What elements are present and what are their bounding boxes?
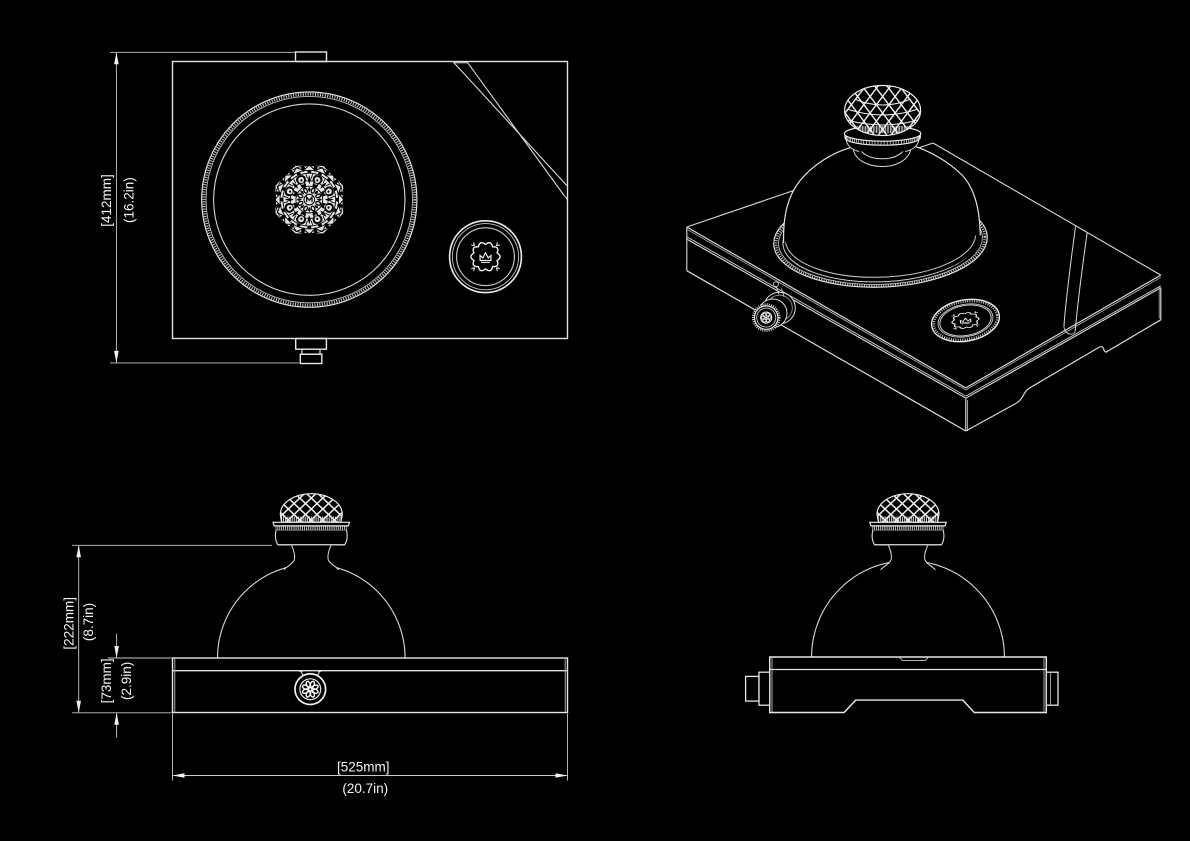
svg-text:(2.9in): (2.9in) — [119, 662, 134, 700]
svg-text:(8.7in): (8.7in) — [81, 603, 96, 641]
svg-text:[525mm]: [525mm] — [337, 759, 390, 774]
svg-text:(20.7in): (20.7in) — [342, 781, 388, 796]
svg-text:[222mm]: [222mm] — [61, 597, 76, 650]
svg-text:[73mm]: [73mm] — [99, 658, 114, 703]
svg-text:[412mm]: [412mm] — [99, 174, 114, 227]
svg-text:(16.2in): (16.2in) — [121, 177, 136, 223]
